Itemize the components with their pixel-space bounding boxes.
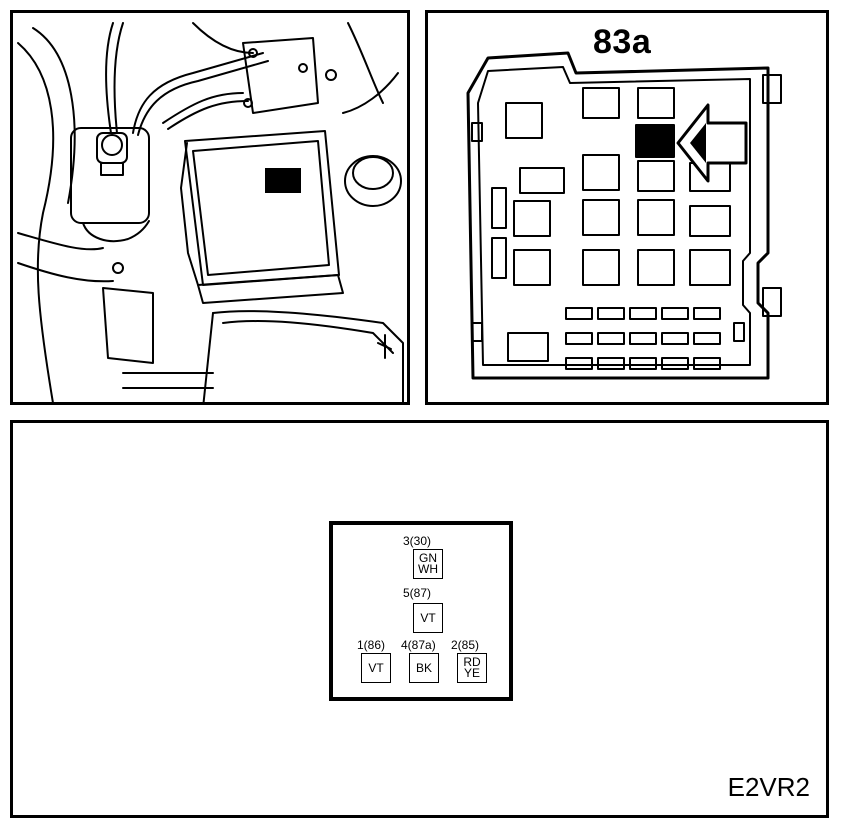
wire-color-label: VT — [420, 610, 436, 625]
pin-1-terminal: VT — [361, 653, 391, 683]
pin-3-terminal: GN WH — [413, 549, 443, 579]
pin-5-terminal: VT — [413, 603, 443, 633]
pin-number-label: 4(87a) — [401, 638, 436, 652]
wire-color-label: YE — [463, 666, 480, 680]
wire-color-label: RD — [463, 655, 481, 669]
wire-color-label: VT — [368, 660, 384, 675]
fuse-box-title: 83a — [593, 23, 652, 61]
connector-pinout: 3(30) GN WH 5(87) VT 1(86) VT 4(87a) BK … — [329, 521, 513, 701]
engine-bay-drawing — [17, 22, 404, 402]
mini-fuse-grid — [565, 307, 721, 370]
engine-bay-illustration — [10, 10, 410, 405]
wire-color-label: WH — [418, 562, 438, 576]
connector-pinout-panel: 3(30) GN WH 5(87) VT 1(86) VT 4(87a) BK … — [10, 420, 829, 818]
wire-color-label: BK — [415, 660, 432, 675]
diagram-code-label: E2VR2 — [727, 772, 810, 802]
pin-number-label: 3(30) — [403, 534, 432, 548]
fuse-box-drawing — [466, 51, 782, 380]
pin-number-label: 2(85) — [451, 638, 480, 652]
pin-number-label: 5(87) — [403, 586, 432, 600]
pin-2-terminal: RD YE — [457, 653, 487, 683]
fuse-box-diagram: 83a — [425, 10, 829, 405]
pin-number-label: 1(86) — [357, 638, 386, 652]
pin-4-terminal: BK — [409, 653, 439, 683]
wire-color-label: GN — [419, 551, 437, 565]
arrow-left-icon — [676, 103, 748, 183]
